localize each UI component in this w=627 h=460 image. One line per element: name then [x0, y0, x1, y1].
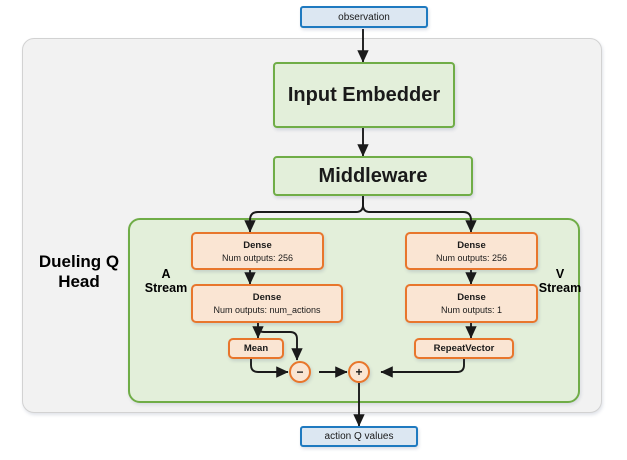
dueling-q-head-label: Dueling Q Head	[32, 252, 126, 291]
middleware-node[interactable]: Middleware	[273, 156, 473, 196]
a-stream-dense-actions-subtitle: Num outputs: num_actions	[213, 305, 321, 315]
v-stream-dense-256-subtitle: Num outputs: 256	[435, 252, 508, 263]
v-stream-label-line2: Stream	[538, 281, 582, 296]
v-stream-label: V Stream	[534, 267, 586, 296]
action-q-values-node[interactable]: action Q values	[300, 426, 418, 447]
add-operator-symbol: +	[355, 365, 363, 379]
mean-label: Mean	[243, 343, 269, 354]
a-stream-label: A Stream	[140, 267, 192, 296]
add-operator-node[interactable]: +	[348, 361, 370, 383]
subtract-operator-symbol: −	[296, 365, 304, 379]
a-stream-label-line1: A	[161, 267, 171, 281]
input-embedder-label: Input Embedder	[287, 83, 441, 106]
middleware-label: Middleware	[318, 164, 428, 187]
observation-node[interactable]: observation	[300, 6, 428, 28]
v-stream-dense-1-title: Dense	[457, 292, 486, 303]
v-stream-dense-1-subtitle: Num outputs: 1	[440, 305, 503, 315]
a-stream-dense-256-node[interactable]: Dense Num outputs: 256	[191, 232, 324, 270]
action-q-values-label: action Q values	[324, 431, 394, 442]
v-stream-label-line1: V	[555, 267, 565, 281]
a-stream-dense-actions-title: Dense	[252, 292, 282, 303]
a-stream-dense-actions-node[interactable]: Dense Num outputs: num_actions	[191, 284, 343, 323]
repeatvector-label: RepeatVector	[433, 343, 495, 354]
a-stream-label-line2: Stream	[144, 281, 188, 296]
v-stream-dense-256-node[interactable]: Dense Num outputs: 256	[405, 232, 538, 270]
a-stream-dense-256-subtitle: Num outputs: 256	[221, 252, 294, 263]
a-stream-dense-256-title: Dense	[243, 239, 272, 251]
v-stream-dense-1-node[interactable]: Dense Num outputs: 1	[405, 284, 538, 323]
dueling-q-head-label-line2: Head	[58, 271, 100, 291]
subtract-operator-node[interactable]: −	[289, 361, 311, 383]
mean-node[interactable]: Mean	[228, 338, 284, 359]
input-embedder-node[interactable]: Input Embedder	[273, 62, 455, 128]
dueling-q-head-label-line1: Dueling Q	[38, 252, 120, 271]
repeatvector-node[interactable]: RepeatVector	[414, 338, 514, 359]
observation-label: observation	[338, 11, 390, 23]
v-stream-dense-256-title: Dense	[457, 239, 486, 251]
